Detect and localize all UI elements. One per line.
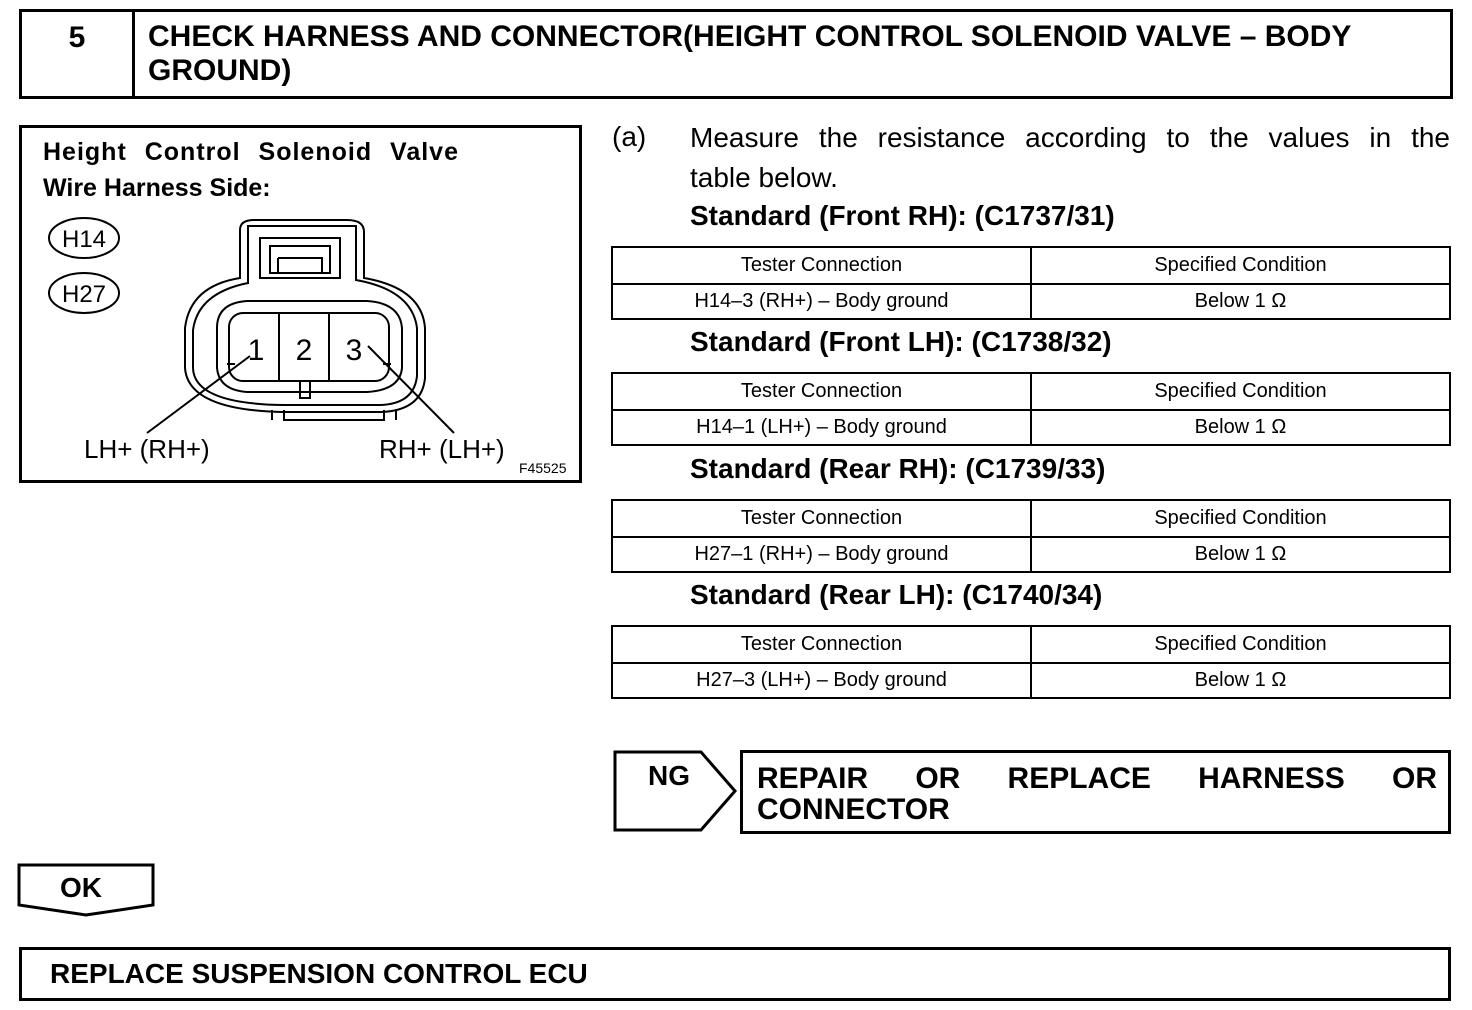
pin-3-label: 3: [346, 334, 363, 367]
figure-title-line2: Wire Harness Side:: [43, 174, 271, 202]
ng-action-line1: REPAIR OR REPLACE HARNESS OR: [757, 762, 1437, 795]
step-number: 5: [22, 12, 135, 96]
leader-line-right: [367, 345, 455, 434]
standard-heading-front-rh: Standard (Front RH): (C1737/31): [690, 200, 1115, 231]
ok-label: OK: [60, 872, 102, 903]
table-row: H27–3 (LH+) – Body ground Below 1 Ω: [611, 662, 1451, 699]
substep-letter: (a): [612, 121, 647, 152]
table-row: H14–3 (RH+) – Body ground Below 1 Ω: [611, 283, 1451, 320]
pin-label-right: RH+ (LH+): [379, 434, 505, 464]
table-cell-condition: Below 1 Ω: [1030, 662, 1451, 699]
table-header-condition: Specified Condition: [1030, 246, 1451, 285]
spec-table-front-lh: Tester Connection Specified Condition H1…: [611, 372, 1451, 446]
spec-table-rear-lh: Tester Connection Specified Condition H2…: [611, 625, 1451, 699]
ng-label: NG: [648, 760, 690, 791]
connector-code-h27-label: H27: [62, 281, 106, 308]
table-header-condition: Specified Condition: [1030, 499, 1451, 538]
spec-table-rear-rh: Tester Connection Specified Condition H2…: [611, 499, 1451, 573]
connector-code-h27: H27: [48, 272, 120, 314]
figure-title-line1: Height Control Solenoid Valve: [43, 138, 459, 166]
connector-diagram: H14 H27 1 2 3 LH+: [48, 217, 567, 476]
table-row: H27–1 (RH+) – Body ground Below 1 Ω: [611, 536, 1451, 573]
instruction-line2: table below.: [690, 162, 838, 193]
ng-action-text: REPAIR OR REPLACE HARNESS OR CONNECTOR: [757, 763, 1437, 825]
pin-1-label: 1: [248, 334, 265, 367]
table-cell-condition: Below 1 Ω: [1030, 536, 1451, 573]
table-header-connection: Tester Connection: [611, 499, 1032, 538]
ng-action-line2: CONNECTOR: [757, 793, 950, 826]
standard-heading-rear-rh: Standard (Rear RH): (C1739/33): [690, 453, 1106, 484]
step-title: CHECK HARNESS AND CONNECTOR(HEIGHT CONTR…: [148, 20, 1351, 87]
connector-figure: Height Control Solenoid Valve Wire Harne…: [19, 125, 582, 483]
ng-action-box: REPAIR OR REPLACE HARNESS OR CONNECTOR: [740, 750, 1451, 834]
spec-table-front-rh: Tester Connection Specified Condition H1…: [611, 246, 1451, 320]
table-cell-condition: Below 1 Ω: [1030, 283, 1451, 320]
table-cell-connection: H27–3 (LH+) – Body ground: [611, 662, 1032, 699]
ok-action-text: REPLACE SUSPENSION CONTROL ECU: [50, 958, 588, 989]
table-cell-connection: H27–1 (RH+) – Body ground: [611, 536, 1032, 573]
ok-action-box: REPLACE SUSPENSION CONTROL ECU: [19, 947, 1451, 1001]
table-cell-connection: H14–3 (RH+) – Body ground: [611, 283, 1032, 320]
table-header-condition: Specified Condition: [1030, 625, 1451, 664]
table-header-connection: Tester Connection: [611, 246, 1032, 285]
pin-label-left: LH+ (RH+): [84, 434, 210, 464]
table-header-connection: Tester Connection: [611, 372, 1032, 411]
table-row: H14–1 (LH+) – Body ground Below 1 Ω: [611, 409, 1451, 446]
table-header-condition: Specified Condition: [1030, 372, 1451, 411]
pin-2-label: 2: [296, 334, 313, 367]
connector-code-h14: H14: [48, 217, 120, 259]
ng-arrow-icon: [613, 750, 737, 832]
standard-heading-rear-lh: Standard (Rear LH): (C1740/34): [690, 579, 1103, 610]
connector-code-h14-label: H14: [62, 226, 106, 253]
step-header: 5 CHECK HARNESS AND CONNECTOR(HEIGHT CON…: [19, 9, 1453, 99]
table-header-connection: Tester Connection: [611, 625, 1032, 664]
connector-body-icon: [184, 219, 426, 421]
instruction-line1: Measure the resistance according to the …: [690, 122, 1450, 153]
standard-heading-front-lh: Standard (Front LH): (C1738/32): [690, 326, 1112, 357]
table-cell-condition: Below 1 Ω: [1030, 409, 1451, 446]
leader-line-left: [146, 355, 251, 434]
instruction-text: Measure the resistance according to the …: [690, 118, 1450, 198]
table-cell-connection: H14–1 (LH+) – Body ground: [611, 409, 1032, 446]
ok-arrow-icon: [17, 863, 155, 917]
figure-id: F45525: [519, 460, 567, 476]
